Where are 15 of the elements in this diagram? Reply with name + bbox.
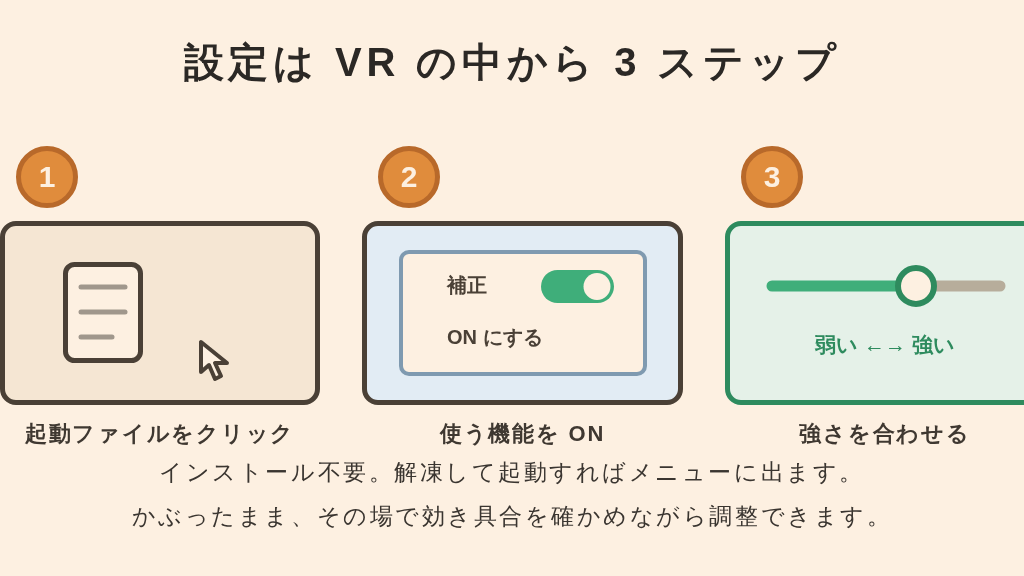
step-number: 1 [38, 162, 56, 192]
step-card [0, 221, 320, 405]
strength-scale-label: 弱い ←→ 強い [814, 332, 956, 358]
caption: インストール不要。解凍して起動すればメニューに出ます。かぶったまま、その場で効き具合を確かめながら調整できます。 [130, 458, 894, 531]
step-card [362, 221, 683, 405]
settings-panel [399, 250, 647, 376]
step-label: 起動ファイルをクリック [23, 420, 297, 448]
setting-name: 補正 [447, 273, 487, 298]
title: 設定は VR の中から 3 ステップ [182, 39, 842, 86]
step-label: 使う機能を ON [438, 420, 607, 448]
step-number: 3 [763, 162, 781, 192]
step-card [725, 221, 1024, 405]
step-number: 2 [400, 162, 418, 192]
setting-instruction: ON にする [447, 325, 543, 350]
step-label: 強さを合わせる [798, 420, 972, 448]
